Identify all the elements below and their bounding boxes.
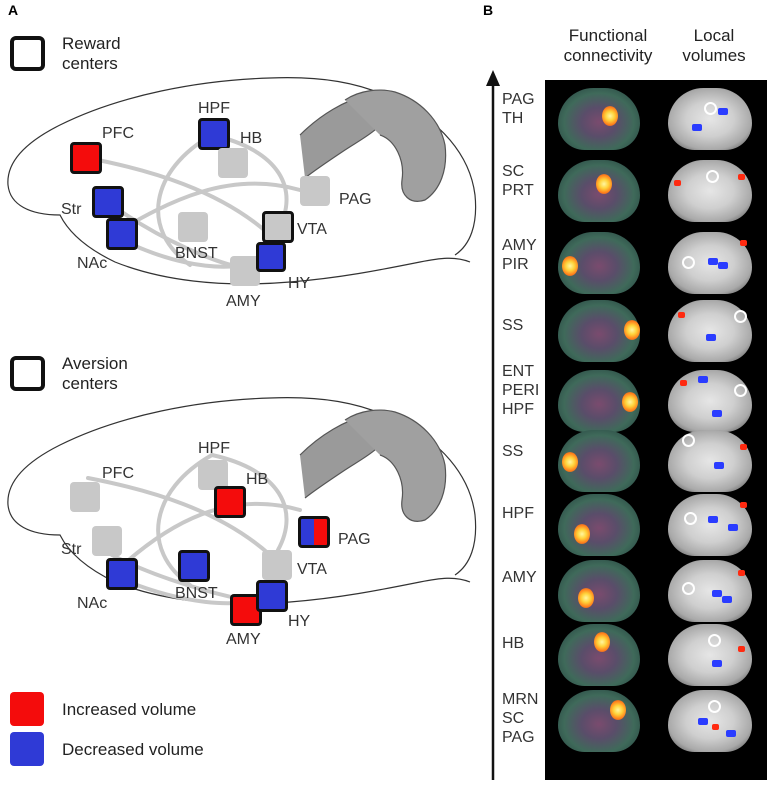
bottom-label-amy: AMY: [226, 631, 261, 648]
reward-legend-box: [10, 36, 45, 71]
top-label-pag: PAG: [339, 191, 372, 208]
top-label-str: Str: [61, 201, 82, 218]
top-pag-node: [300, 176, 330, 206]
panel-a-letter: A: [8, 2, 19, 18]
top-label-hy: HY: [288, 275, 311, 292]
fc-image-6: [558, 430, 640, 492]
top-hb-node: [218, 148, 248, 178]
top-label-amy: AMY: [226, 293, 261, 310]
bottom-label-hy: HY: [288, 613, 311, 630]
gradient-arrow: [486, 70, 500, 780]
panel-b-letter: B: [483, 2, 494, 18]
top-nac-node: [106, 218, 138, 250]
fc-image-8: [558, 560, 640, 622]
row-label-5: ENT PERI HPF: [502, 363, 540, 419]
reward-legend-label: Reward centers: [62, 34, 121, 73]
top-label-nac: NAc: [77, 255, 108, 272]
top-bnst-node: [178, 212, 208, 242]
bottom-label-bnst: BNST: [175, 585, 218, 602]
top-label-vta: VTA: [297, 221, 327, 238]
top-label-hpf: HPF: [198, 100, 230, 117]
decreased-legend-label: Decreased volume: [62, 740, 204, 759]
col-header-functional: Functional connectivity: [563, 26, 653, 65]
lv-image-5: [668, 370, 752, 432]
top-vta-node: [262, 211, 294, 243]
bottom-str-node: [92, 526, 122, 556]
bottom-pag-node: [298, 516, 330, 548]
row-label-4: SS: [502, 317, 524, 334]
bottom-label-str: Str: [61, 541, 82, 558]
lv-image-9: [668, 624, 752, 686]
row-label-2: SC PRT: [502, 163, 534, 200]
lv-image-1: [668, 88, 752, 150]
increased-legend-label: Increased volume: [62, 700, 197, 719]
top-hy-node: [256, 242, 286, 272]
fc-image-3: [558, 232, 640, 294]
bottom-label-pag: PAG: [338, 531, 371, 548]
lv-image-2: [668, 160, 752, 222]
bottom-bnst-node: [178, 550, 210, 582]
lv-image-8: [668, 560, 752, 622]
fc-image-9: [558, 624, 640, 686]
bottom-hb-node: [214, 486, 246, 518]
top-hpf-node: [198, 118, 230, 150]
row-label-6: SS: [502, 443, 524, 460]
lv-image-7: [668, 494, 752, 556]
row-label-9: HB: [502, 635, 525, 652]
bottom-vta-node: [262, 550, 292, 580]
fc-image-10: [558, 690, 640, 752]
col-header-local: Local volumes: [682, 26, 746, 65]
decreased-legend-swatch: [10, 732, 44, 766]
brain-outlines: [7, 77, 477, 606]
row-label-10: MRN SC PAG: [502, 691, 539, 747]
top-label-pfc: PFC: [102, 125, 134, 142]
fc-image-1: [558, 88, 640, 150]
bottom-label-pfc: PFC: [102, 465, 134, 482]
aversion-legend-box: [10, 356, 45, 391]
fc-image-4: [558, 300, 640, 362]
aversion-legend-label: Aversion centers: [62, 354, 128, 393]
fc-image-7: [558, 494, 640, 556]
top-label-bnst: BNST: [175, 245, 218, 262]
lv-image-3: [668, 232, 752, 294]
row-label-7: HPF: [502, 505, 534, 522]
bottom-hy-node: [256, 580, 288, 612]
top-str-node: [92, 186, 124, 218]
top-pfc-node: [70, 142, 102, 174]
bottom-nac-node: [106, 558, 138, 590]
row-label-8: AMY: [502, 569, 537, 586]
bottom-hpf-node: [198, 460, 228, 490]
top-label-hb: HB: [240, 130, 263, 147]
bottom-label-nac: NAc: [77, 595, 108, 612]
lv-image-10: [668, 690, 752, 752]
bottom-label-hb: HB: [246, 471, 269, 488]
row-label-3: AMY PIR: [502, 237, 537, 274]
top-amy-node: [230, 256, 260, 286]
fc-image-2: [558, 160, 640, 222]
lv-image-4: [668, 300, 752, 362]
increased-legend-swatch: [10, 692, 44, 726]
brain-outline-top: [7, 77, 477, 285]
bottom-label-vta: VTA: [297, 561, 327, 578]
lv-image-6: [668, 430, 752, 492]
fc-image-5: [558, 370, 640, 432]
bottom-pfc-node: [70, 482, 100, 512]
bottom-label-hpf: HPF: [198, 440, 230, 457]
row-label-1: PAG TH: [502, 91, 535, 128]
